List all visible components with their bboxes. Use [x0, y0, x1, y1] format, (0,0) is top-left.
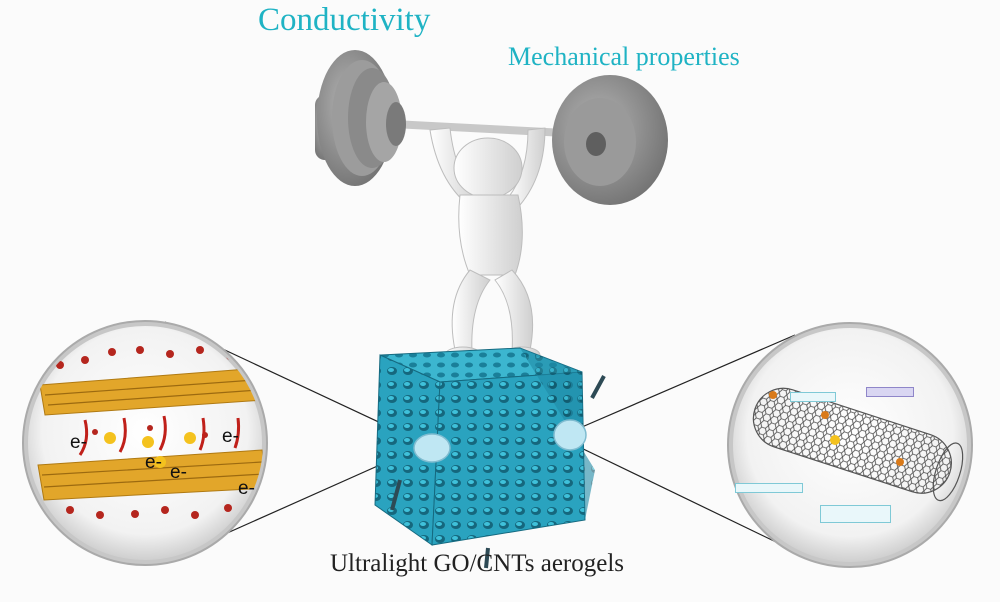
mechanical-properties-label: Mechanical properties: [508, 42, 740, 71]
electron-label: e-: [70, 432, 87, 453]
barbell: [315, 50, 668, 205]
left-zoom-circle: [23, 321, 267, 565]
electron-label: e-: [170, 462, 187, 483]
electron-arrows: [78, 415, 241, 456]
functional-groups: [769, 391, 904, 466]
go-sheet-top: [39, 367, 263, 416]
callout-box: [820, 505, 891, 523]
callout-box: [790, 392, 836, 402]
aerogel-cube: [374, 347, 606, 569]
carbon-nanotube: [752, 387, 964, 502]
go-sheet-bottom: [37, 449, 263, 501]
figure-caption: Ultralight GO/CNTs aerogels: [330, 550, 625, 577]
callout-box: [735, 483, 803, 493]
oxygen-groups: [56, 346, 254, 519]
conductivity-label: Conductivity: [258, 2, 431, 38]
ion-spheres: [104, 432, 196, 468]
callout-box: [866, 387, 914, 397]
electron-label: e-: [238, 478, 255, 499]
right-zoom-marker: [553, 419, 587, 451]
weightlifter-figure: [429, 127, 546, 364]
electron-label: e-: [222, 426, 239, 447]
left-zoom-marker: [413, 433, 451, 463]
electron-label: e-: [145, 452, 162, 473]
right-zoom-circle: [728, 323, 972, 567]
